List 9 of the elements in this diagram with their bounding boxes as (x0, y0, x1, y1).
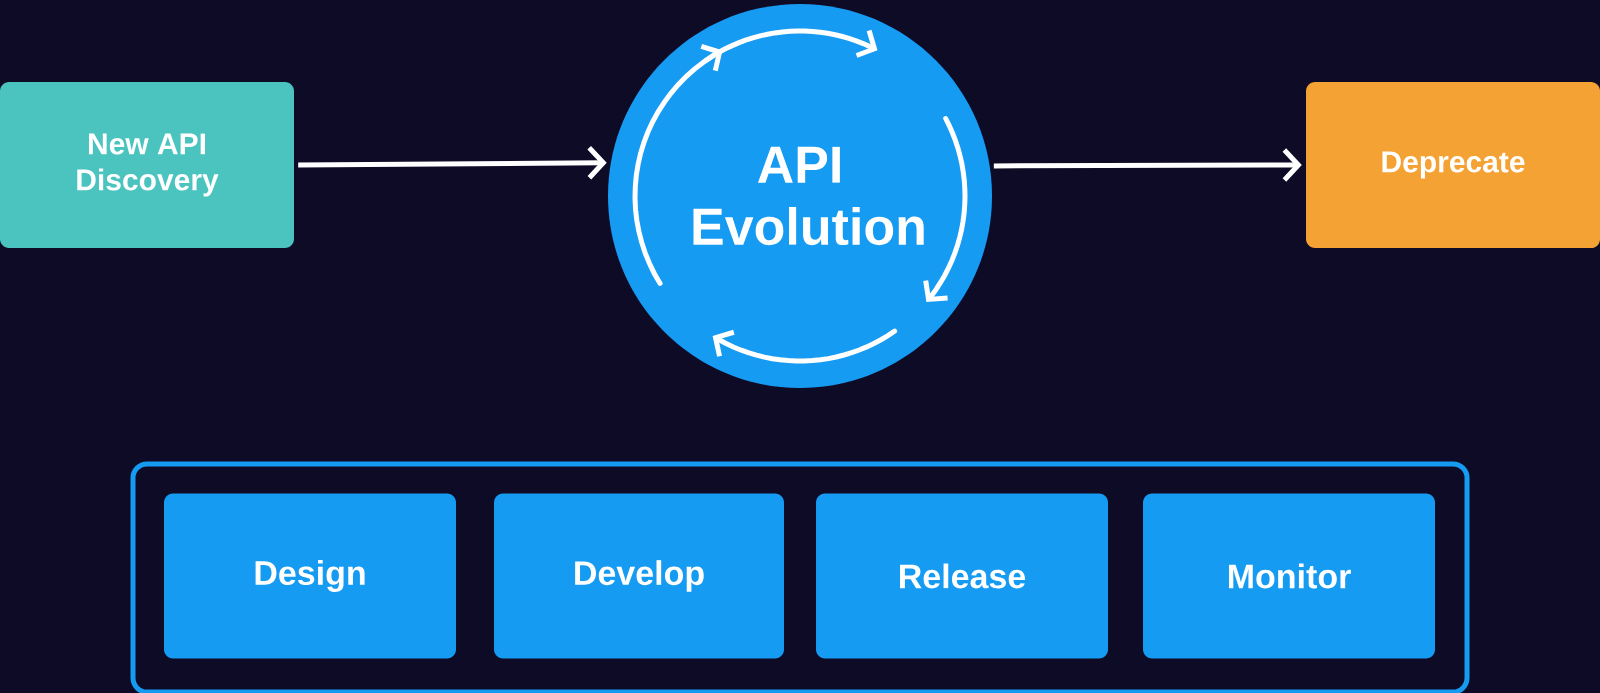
process-box: Design (164, 493, 456, 659)
process-box: Release (816, 493, 1108, 659)
group-frame (130, 461, 1470, 693)
arrow (993, 148, 1302, 182)
process-box: Develop (494, 493, 784, 659)
process-box: New API Discovery (0, 82, 294, 248)
process-box: Monitor (1143, 493, 1435, 659)
process-box: Deprecate (1306, 82, 1600, 248)
arrow (298, 146, 607, 180)
